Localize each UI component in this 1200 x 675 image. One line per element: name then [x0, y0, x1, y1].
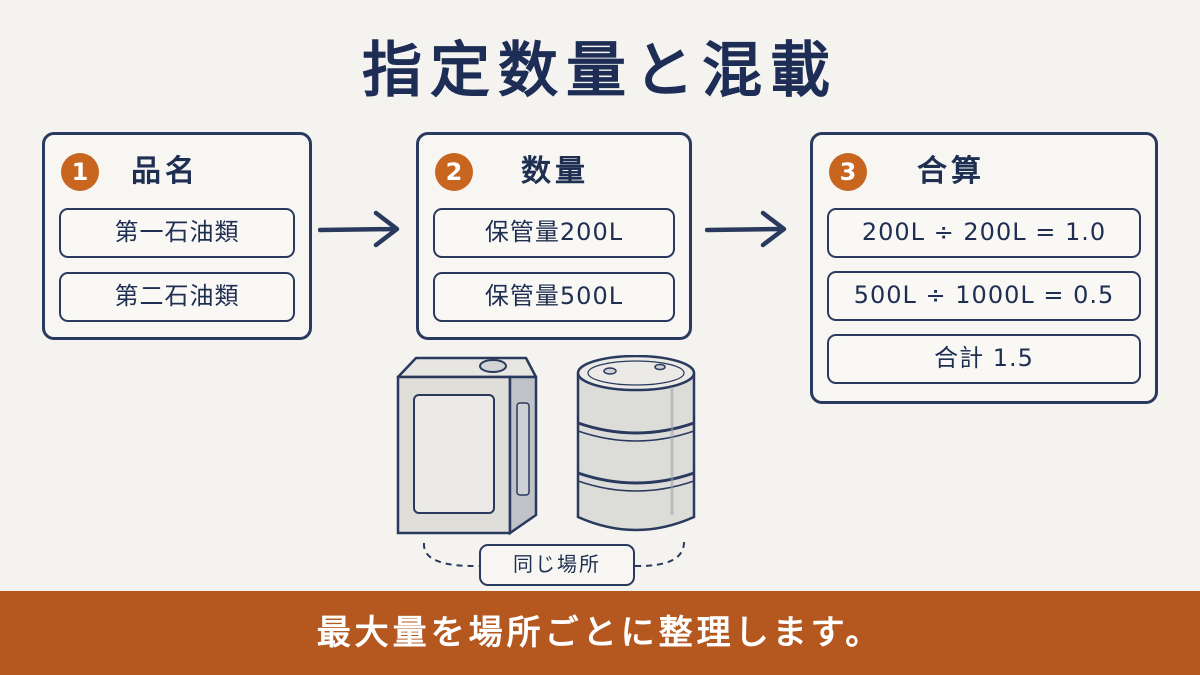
- step-label: 品名: [131, 154, 199, 189]
- item-box: 200L ÷ 200L = 1.0: [827, 208, 1141, 258]
- step-header: 2 数量: [435, 147, 673, 195]
- item-box: 保管量200L: [433, 208, 675, 258]
- item-box: 第二石油類: [59, 272, 295, 322]
- square-can-icon: [396, 356, 538, 536]
- arrow-right-icon: [318, 210, 400, 248]
- item-box: 第一石油類: [59, 208, 295, 258]
- step-header: 3 合算: [829, 147, 1139, 195]
- containers-illustration: [396, 355, 696, 568]
- drum-icon: [576, 355, 696, 532]
- item-box: 500L ÷ 1000L = 0.5: [827, 271, 1141, 321]
- total-box: 合計 1.5: [827, 334, 1141, 384]
- step-label: 合算: [917, 154, 985, 189]
- arrow-right-icon: [705, 210, 787, 248]
- step-panel-quantity: 2 数量 保管量200L 保管量500L: [416, 132, 692, 340]
- page-title: 指定数量と混載: [362, 36, 838, 106]
- step-panel-total: 3 合算 200L ÷ 200L = 1.0 500L ÷ 1000L = 0.…: [810, 132, 1158, 404]
- same-place-label: 同じ場所: [479, 544, 635, 586]
- footer-banner: 最大量を場所ごとに整理します。: [0, 591, 1200, 675]
- step-number-badge: 3: [829, 153, 867, 191]
- step-panel-name: 1 品名 第一石油類 第二石油類: [42, 132, 312, 340]
- step-number-badge: 1: [61, 153, 99, 191]
- footer-text: 最大量を場所ごとに整理します。: [316, 613, 884, 653]
- step-header: 1 品名: [61, 147, 293, 195]
- step-label: 数量: [521, 154, 589, 189]
- step-number-badge: 2: [435, 153, 473, 191]
- item-box: 保管量500L: [433, 272, 675, 322]
